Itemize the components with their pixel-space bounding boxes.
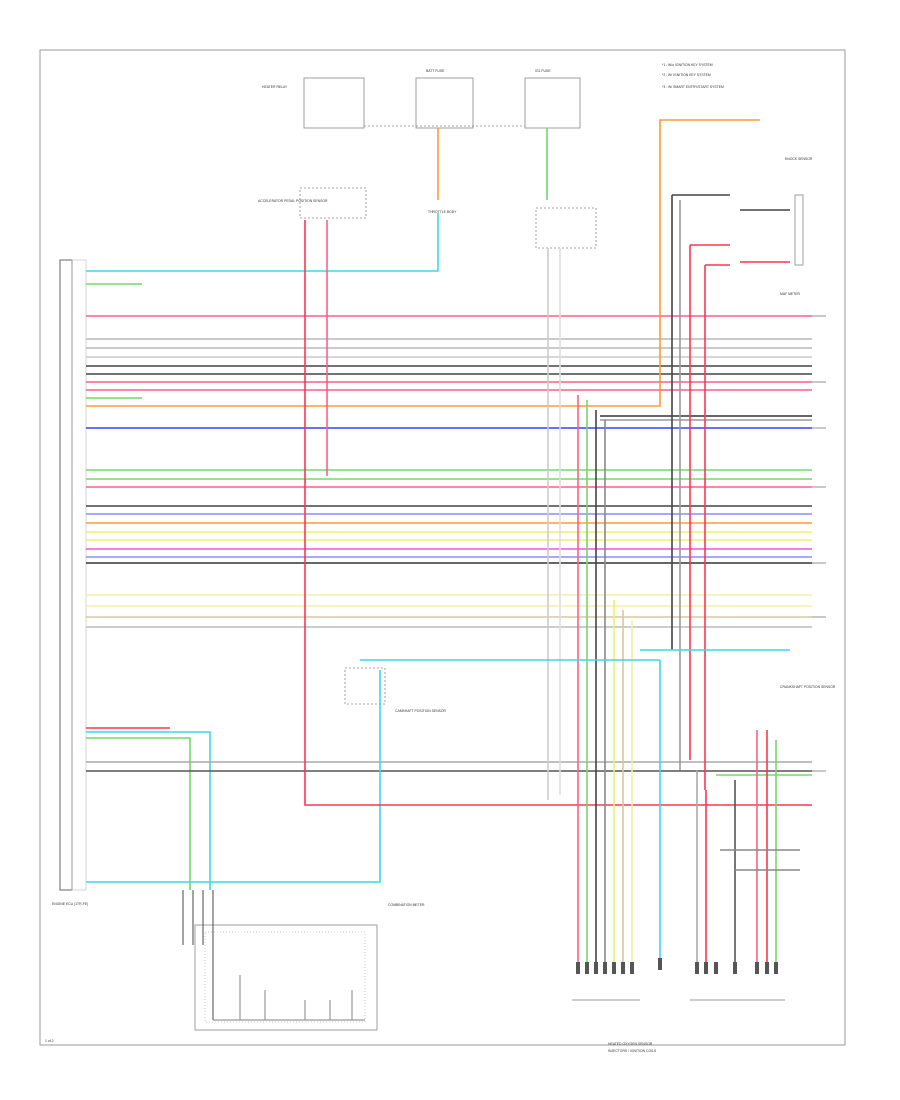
- crank-label: CRANKSHAFT POSITION SENSOR: [780, 685, 836, 689]
- meter-inner-box: [204, 931, 366, 1023]
- relay-box: [535, 207, 597, 249]
- legend-item-2: *2 : W/ IGNITION KEY SYSTEM: [662, 73, 711, 77]
- wire-bundle-vertical: [304, 128, 812, 806]
- power-source-box-1: [303, 77, 365, 129]
- knock-box: [794, 194, 804, 266]
- legend-item-3: *3 : W/ SMART ENTRY/START SYSTEM: [662, 85, 724, 89]
- lower-pin-2: [585, 962, 589, 974]
- injectors-label: INJECTORS / IGNITION COILS: [608, 1049, 657, 1053]
- lower-pin-1: [576, 962, 580, 974]
- combination-meter-label: COMBINATION METER: [388, 903, 425, 907]
- power-source-boxes: [194, 77, 804, 1031]
- wire-red-vertical: [304, 220, 812, 806]
- power-source-box-3: [524, 77, 581, 129]
- wire-bundle-horizontal: [86, 119, 812, 890]
- pcm-body: [59, 259, 73, 891]
- maf-label: MAF METER: [780, 292, 801, 296]
- o2-sensor-label: HEATED OXYGEN SENSOR: [608, 1042, 653, 1046]
- power-source-box-2: [415, 77, 474, 129]
- knock-label: KNOCK SENSOR: [785, 157, 813, 161]
- lower-pin-5: [612, 962, 616, 974]
- cam-label: CAMSHAFT POSITION SENSOR: [395, 709, 447, 713]
- power-source-1-label: HEATER RELAY: [262, 85, 288, 89]
- accel-sensor-box: [299, 187, 367, 219]
- lower-pin-3: [594, 962, 598, 974]
- lower-pin-14: [765, 962, 769, 974]
- throttle-label: THROTTLE BODY: [428, 210, 457, 214]
- wire-cyan-3: [86, 670, 381, 883]
- wire-bundle-lower-right: [360, 395, 812, 965]
- lower-pin-4: [603, 962, 607, 974]
- power-source-2-label: BATT FUSE: [426, 69, 445, 73]
- page-ref: 1 of 2: [45, 1039, 54, 1043]
- combination-meter-box: [194, 924, 378, 1031]
- wire-green-5: [86, 737, 191, 890]
- cam-box: [344, 667, 386, 705]
- lower-pin-11: [714, 962, 718, 974]
- lower-pin-9: [695, 962, 699, 974]
- wire-orange-1: [86, 119, 760, 407]
- lower-pin-8: [658, 958, 662, 970]
- accel-sensor-label: ACCELERATOR PEDAL POSITION SENSOR: [258, 199, 328, 203]
- lower-pin-13: [755, 962, 759, 974]
- lower-pin-6: [621, 962, 625, 974]
- pcm-pin-strip: [71, 259, 87, 891]
- component-labels: HEATER RELAY BATT FUSE IG1 FUSE ACCELERA…: [45, 69, 836, 1053]
- legend-item-1: *1 : W/o IGNITION KEY SYSTEM: [662, 63, 713, 67]
- wire-cyan-top: [86, 213, 439, 272]
- lower-pin-7: [630, 962, 634, 974]
- legend: *1 : W/o IGNITION KEY SYSTEM *2 : W/ IGN…: [662, 63, 724, 89]
- lower-pin-10: [704, 962, 708, 974]
- meter-pins: [182, 890, 365, 1021]
- pcm-connector: ENGINE ECU (1TR-FE): [52, 259, 88, 906]
- diagram-frame: [39, 49, 846, 1046]
- lower-pin-12: [733, 962, 737, 974]
- power-source-3-label: IG1 FUSE: [535, 69, 551, 73]
- right-terminal-ticks: [812, 315, 826, 772]
- lower-pin-15: [774, 962, 778, 974]
- lower-connector-pins: [572, 958, 785, 1001]
- wire-cyan-2: [86, 731, 211, 890]
- pcm-label: ENGINE ECU (1TR-FE): [52, 902, 88, 906]
